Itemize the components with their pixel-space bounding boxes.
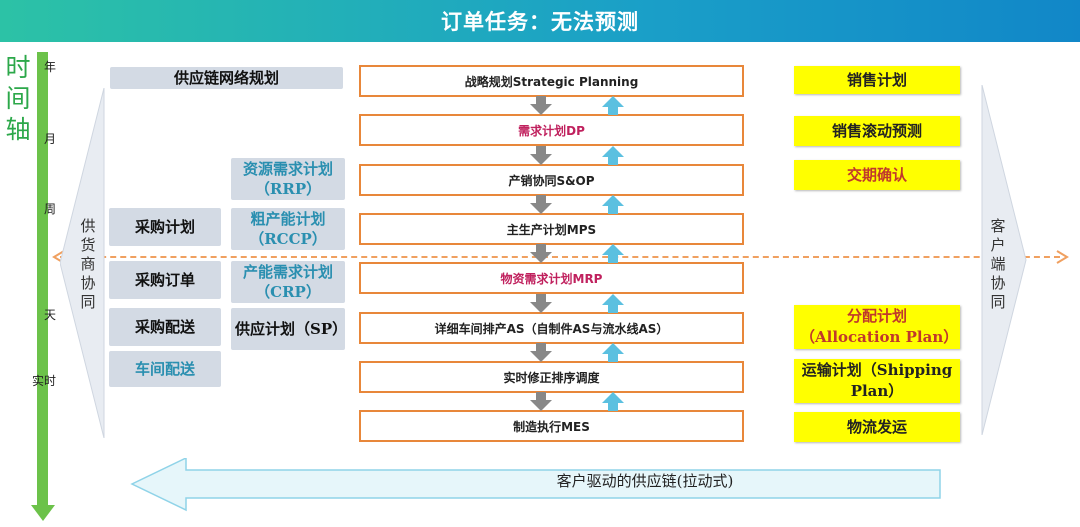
rrp-box: 资源需求计划（RRP）: [231, 158, 345, 200]
sales-plan: 销售计划: [794, 66, 960, 94]
down-arrow-6: [530, 343, 552, 362]
purchase-plan: 采购计划: [109, 208, 221, 246]
sales-rolling-forecast: 销售滚动预测: [794, 116, 960, 146]
up-arrow-6: [602, 343, 624, 362]
flow-arrows-7: [530, 392, 624, 411]
flow-step-detailed-scheduling: 详细车间排产AS（自制件AS与流水线AS）: [359, 312, 744, 344]
up-arrow-3: [602, 195, 624, 214]
timeline-arrow-head: [31, 505, 55, 521]
timeline-label-month: 月: [44, 132, 57, 146]
timeline-label-year: 年: [44, 60, 57, 74]
down-arrow-5: [530, 294, 552, 313]
flow-step-sop: 产销协同S&OP: [359, 164, 744, 196]
flow-arrows-4: [530, 244, 624, 263]
flow-arrows-3: [530, 195, 624, 214]
allocation-plan: 分配计划（Allocation Plan）: [794, 305, 960, 349]
down-arrow-2: [530, 146, 552, 165]
timeline-label-week: 周: [44, 202, 57, 216]
up-arrow-2: [602, 146, 624, 165]
supplier-collab-arrow: [60, 88, 105, 438]
workshop-delivery: 车间配送: [109, 351, 221, 387]
timeline-title: 时 间 轴: [4, 52, 32, 145]
down-arrow-3: [530, 195, 552, 214]
flow-step-mrp: 物资需求计划MRP: [359, 262, 744, 294]
flow-arrows-2: [530, 146, 624, 165]
purchase-delivery: 采购配送: [109, 308, 221, 346]
down-arrow-1: [530, 96, 552, 115]
timeline-label-day: 天: [44, 308, 57, 322]
supply-chain-network-planning: 供应链网络规划: [110, 67, 343, 89]
flow-arrows-5: [530, 294, 624, 313]
flow-arrows-1: [530, 96, 624, 115]
flow-arrows-6: [530, 343, 624, 362]
flow-step-strategic-planning: 战略规划Strategic Planning: [359, 65, 744, 97]
timeline-label-realtime: 实时: [32, 374, 57, 388]
customer-driven-arrow-label: 客户驱动的供应链(拉动式): [556, 472, 734, 490]
customer-collab-label: 客户端协同: [988, 217, 1007, 313]
customer-collab-label-wrap: 客户端协同: [978, 190, 1018, 340]
sp-box: 供应计划（SP）: [231, 308, 347, 350]
purchase-order: 采购订单: [109, 261, 221, 299]
supplier-collab-label-wrap: 供货商协同: [68, 190, 108, 340]
up-arrow-7: [602, 392, 624, 411]
flow-step-realtime-correction: 实时修正排序调度: [359, 361, 744, 393]
supplier-collab-label: 供货商协同: [78, 217, 97, 313]
flow-step-mes: 制造执行MES: [359, 410, 744, 442]
dashed-divider-right-arrow: [1056, 250, 1069, 264]
delivery-confirmation: 交期确认: [794, 160, 960, 190]
up-arrow-5: [602, 294, 624, 313]
down-arrow-4: [530, 244, 552, 263]
crp-box: 产能需求计划（CRP）: [231, 261, 345, 303]
page-title: 订单任务：无法预测: [0, 0, 1080, 42]
down-arrow-7: [530, 392, 552, 411]
customer-collab-arrow: [981, 85, 1027, 435]
timeline-bar: [37, 52, 48, 510]
customer-driven-arrow: [130, 458, 941, 512]
logistics-dispatch: 物流发运: [794, 412, 960, 442]
up-arrow-1: [602, 96, 624, 115]
up-arrow-4: [602, 244, 624, 263]
timeline-title-char-1: 时: [5, 53, 31, 82]
flow-step-demand-planning: 需求计划DP: [359, 114, 744, 146]
rccp-box: 粗产能计划（RCCP）: [231, 208, 345, 250]
timeline-title-char-2: 间: [5, 84, 31, 113]
flow-step-mps: 主生产计划MPS: [359, 213, 744, 245]
shipping-plan: 运输计划（Shipping Plan）: [794, 359, 960, 403]
timeline-title-char-3: 轴: [5, 115, 31, 144]
dashed-divider: [60, 256, 1060, 258]
